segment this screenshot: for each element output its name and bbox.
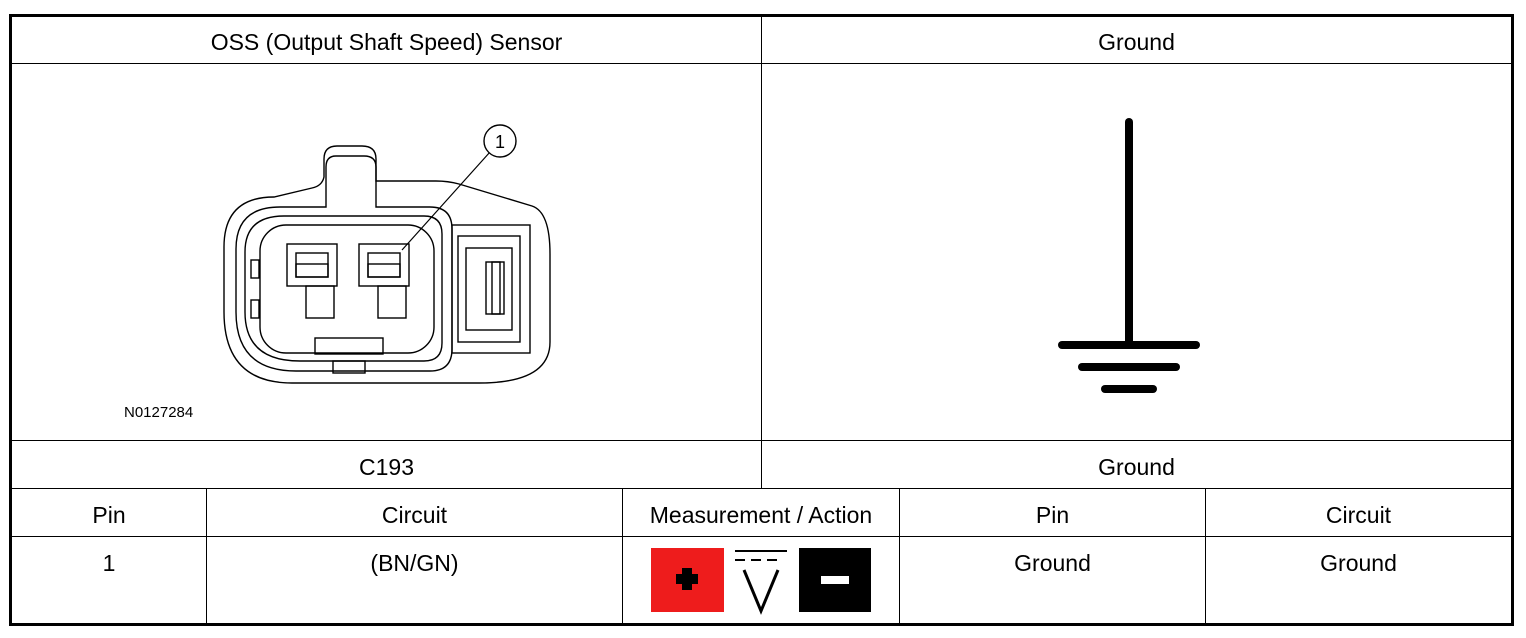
figure-id: N0127284 bbox=[124, 404, 193, 421]
voltmeter-dc-icon bbox=[651, 548, 871, 615]
header-ground-pin: Pin bbox=[1035, 502, 1070, 528]
header-circuit: Circuit bbox=[381, 502, 448, 528]
row-circuit: (BN/GN) bbox=[370, 550, 459, 576]
connector-id: C193 bbox=[359, 454, 414, 480]
row-pin: 1 bbox=[102, 550, 116, 576]
ground-label: Ground bbox=[1098, 454, 1175, 480]
rule bbox=[12, 536, 1511, 537]
rule bbox=[622, 488, 623, 623]
rule bbox=[761, 17, 762, 488]
callout-number: 1 bbox=[495, 132, 505, 152]
dc-volts-icon bbox=[735, 550, 787, 615]
ground-title: Ground bbox=[1098, 29, 1175, 55]
rule bbox=[12, 488, 1511, 489]
row-ground-pin: Ground bbox=[1014, 550, 1091, 576]
connector-diagram: 1 N0127284 bbox=[12, 64, 761, 440]
connector-face-icon: 1 N0127284 bbox=[124, 124, 551, 421]
rule bbox=[899, 488, 900, 623]
rule bbox=[1205, 488, 1206, 623]
row-ground-circuit: Ground bbox=[1320, 550, 1397, 576]
ground-diagram bbox=[762, 64, 1511, 440]
rule bbox=[206, 488, 207, 623]
header-pin: Pin bbox=[92, 502, 126, 528]
ground-symbol-icon bbox=[1058, 118, 1200, 393]
component-title: OSS (Output Shaft Speed) Sensor bbox=[210, 29, 563, 55]
measurement-cell bbox=[623, 537, 899, 623]
callout-circle bbox=[483, 124, 517, 158]
pinout-table: OSS (Output Shaft Speed) Sensor Ground bbox=[9, 14, 1514, 626]
header-measurement: Measurement / Action bbox=[649, 502, 873, 528]
header-ground-circuit: Circuit bbox=[1325, 502, 1392, 528]
